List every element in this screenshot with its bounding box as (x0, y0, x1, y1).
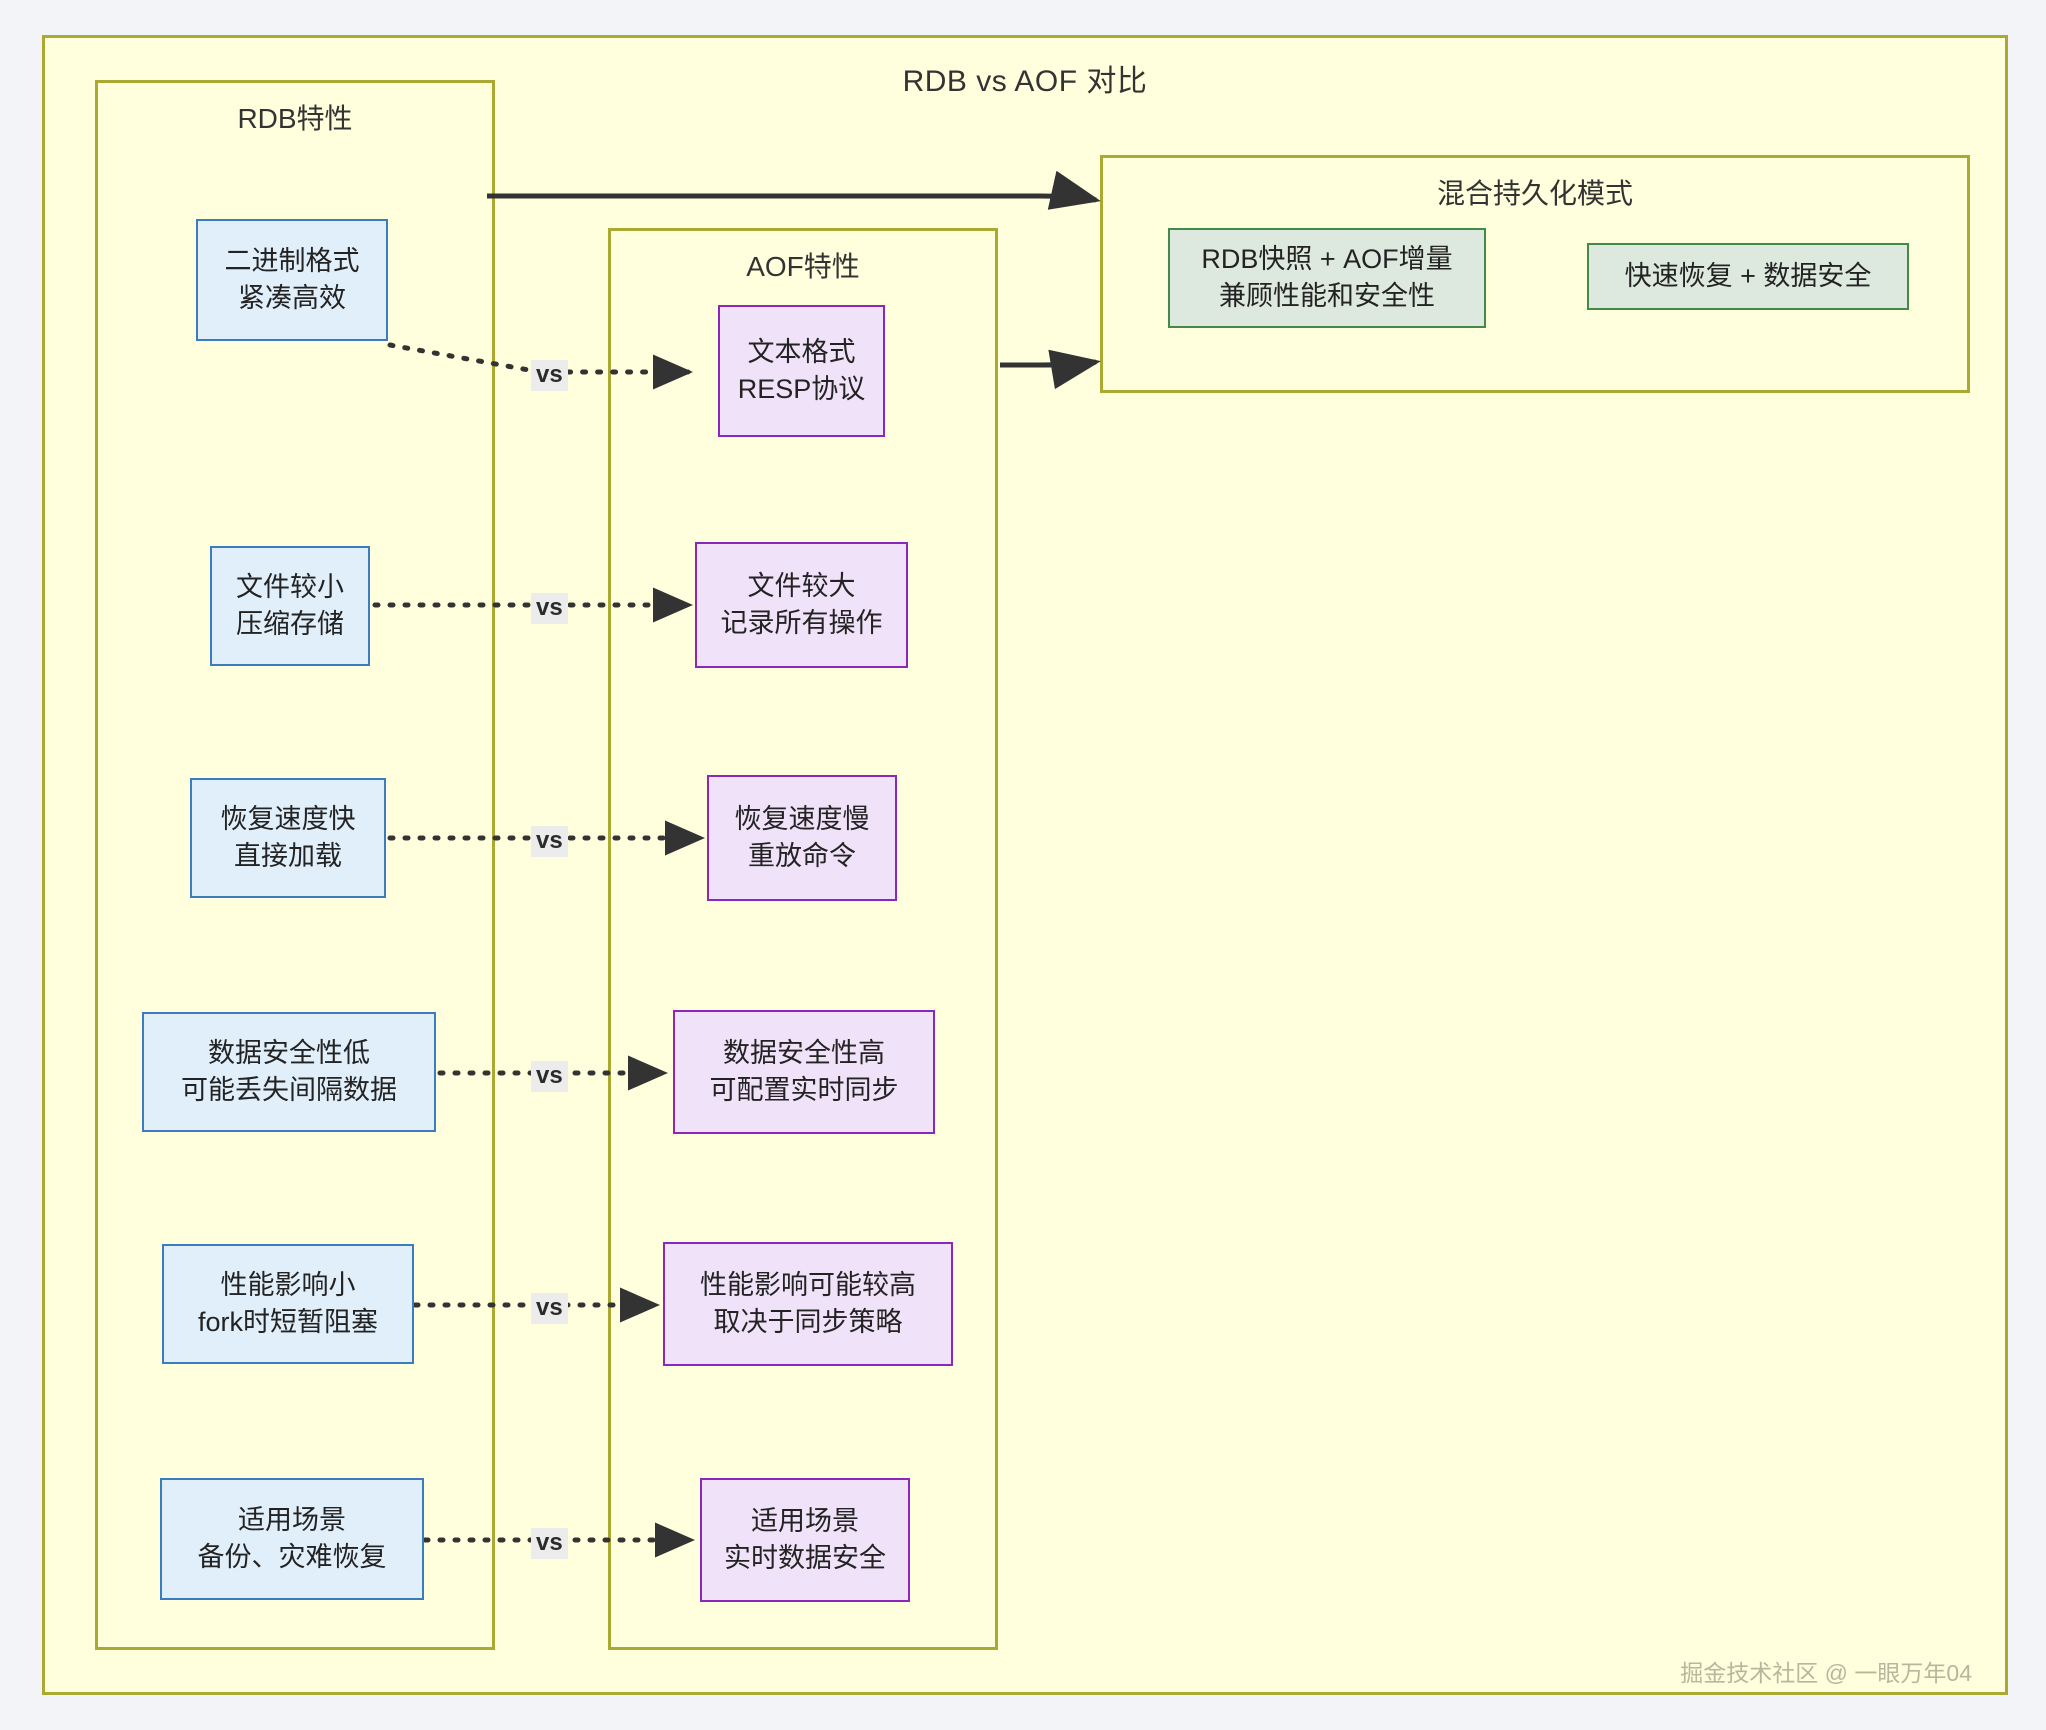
node-rdb-6-line2: 备份、灾难恢复 (197, 1542, 387, 1572)
node-rdb-4-line1: 数据安全性低 (208, 1038, 370, 1069)
node-rdb-2-line2: 压缩存储 (236, 609, 344, 639)
node-hybrid-1-line1: RDB快照 + AOF增量 (1201, 244, 1453, 275)
node-hybrid-2-line1: 快速恢复 + 数据安全 (1624, 261, 1872, 292)
node-rdb-2[interactable]: 文件较小 压缩存储 (210, 546, 370, 666)
node-aof-4[interactable]: 数据安全性高 可配置实时同步 (673, 1010, 935, 1134)
node-rdb-6-line1: 适用场景 (238, 1505, 346, 1536)
node-rdb-6[interactable]: 适用场景 备份、灾难恢复 (160, 1478, 424, 1600)
node-aof-4-line2: 可配置实时同步 (709, 1075, 899, 1105)
watermark: 掘金技术社区 @ 一眼万年04 (1680, 1660, 1972, 1686)
node-rdb-5-line1: 性能影响小 (220, 1270, 356, 1301)
node-rdb-1[interactable]: 二进制格式 紧凑高效 (196, 219, 388, 341)
node-rdb-3-line1: 恢复速度快 (220, 804, 356, 835)
node-hybrid-1[interactable]: RDB快照 + AOF增量 兼顾性能和安全性 (1168, 228, 1486, 328)
vs-label-4: vs (531, 1061, 568, 1092)
node-aof-2-line2: 记录所有操作 (720, 608, 883, 638)
node-aof-3-line1: 恢复速度慢 (734, 804, 870, 835)
cluster-hybrid-title: 混合持久化模式 (1436, 178, 1633, 209)
diagram-title: RDB vs AOF 对比 (902, 65, 1148, 98)
node-rdb-1-line2: 紧凑高效 (238, 283, 346, 313)
vs-label-3: vs (531, 826, 568, 857)
node-aof-6[interactable]: 适用场景 实时数据安全 (700, 1478, 910, 1602)
node-rdb-1-line1: 二进制格式 (224, 246, 360, 277)
vs-label-2: vs (531, 593, 568, 624)
node-aof-1-line2: RESP协议 (737, 374, 866, 404)
node-aof-6-line1: 适用场景 (751, 1506, 859, 1537)
node-aof-4-line1: 数据安全性高 (723, 1038, 885, 1069)
node-hybrid-1-line2: 兼顾性能和安全性 (1219, 281, 1435, 311)
node-aof-5[interactable]: 性能影响可能较高 取决于同步策略 (663, 1242, 953, 1366)
vs-label-5: vs (531, 1293, 568, 1324)
cluster-aof-features: AOF特性 (608, 228, 998, 1650)
node-rdb-2-line1: 文件较小 (236, 572, 344, 603)
node-hybrid-2[interactable]: 快速恢复 + 数据安全 (1587, 243, 1909, 310)
node-aof-1[interactable]: 文本格式 RESP协议 (718, 305, 885, 437)
vs-label-1: vs (531, 360, 568, 391)
node-aof-2[interactable]: 文件较大 记录所有操作 (695, 542, 908, 668)
node-aof-5-line1: 性能影响可能较高 (700, 1270, 916, 1301)
node-aof-1-line1: 文本格式 (747, 337, 856, 368)
node-aof-2-line1: 文件较大 (747, 571, 856, 602)
node-aof-6-line2: 实时数据安全 (724, 1543, 886, 1573)
node-rdb-3[interactable]: 恢复速度快 直接加载 (190, 778, 386, 898)
node-rdb-5-line2: fork时短暂阻塞 (197, 1307, 378, 1337)
cluster-rdb-title: RDB特性 (237, 103, 353, 134)
node-rdb-4-line2: 可能丢失间隔数据 (181, 1075, 397, 1105)
node-aof-3-line2: 重放命令 (748, 841, 856, 871)
node-aof-5-line2: 取决于同步策略 (713, 1307, 903, 1337)
node-rdb-5[interactable]: 性能影响小 fork时短暂阻塞 (162, 1244, 414, 1364)
node-rdb-4[interactable]: 数据安全性低 可能丢失间隔数据 (142, 1012, 436, 1132)
vs-label-6: vs (531, 1528, 568, 1559)
node-aof-3[interactable]: 恢复速度慢 重放命令 (707, 775, 897, 901)
node-rdb-3-line2: 直接加载 (234, 841, 342, 871)
cluster-aof-title: AOF特性 (746, 251, 860, 282)
